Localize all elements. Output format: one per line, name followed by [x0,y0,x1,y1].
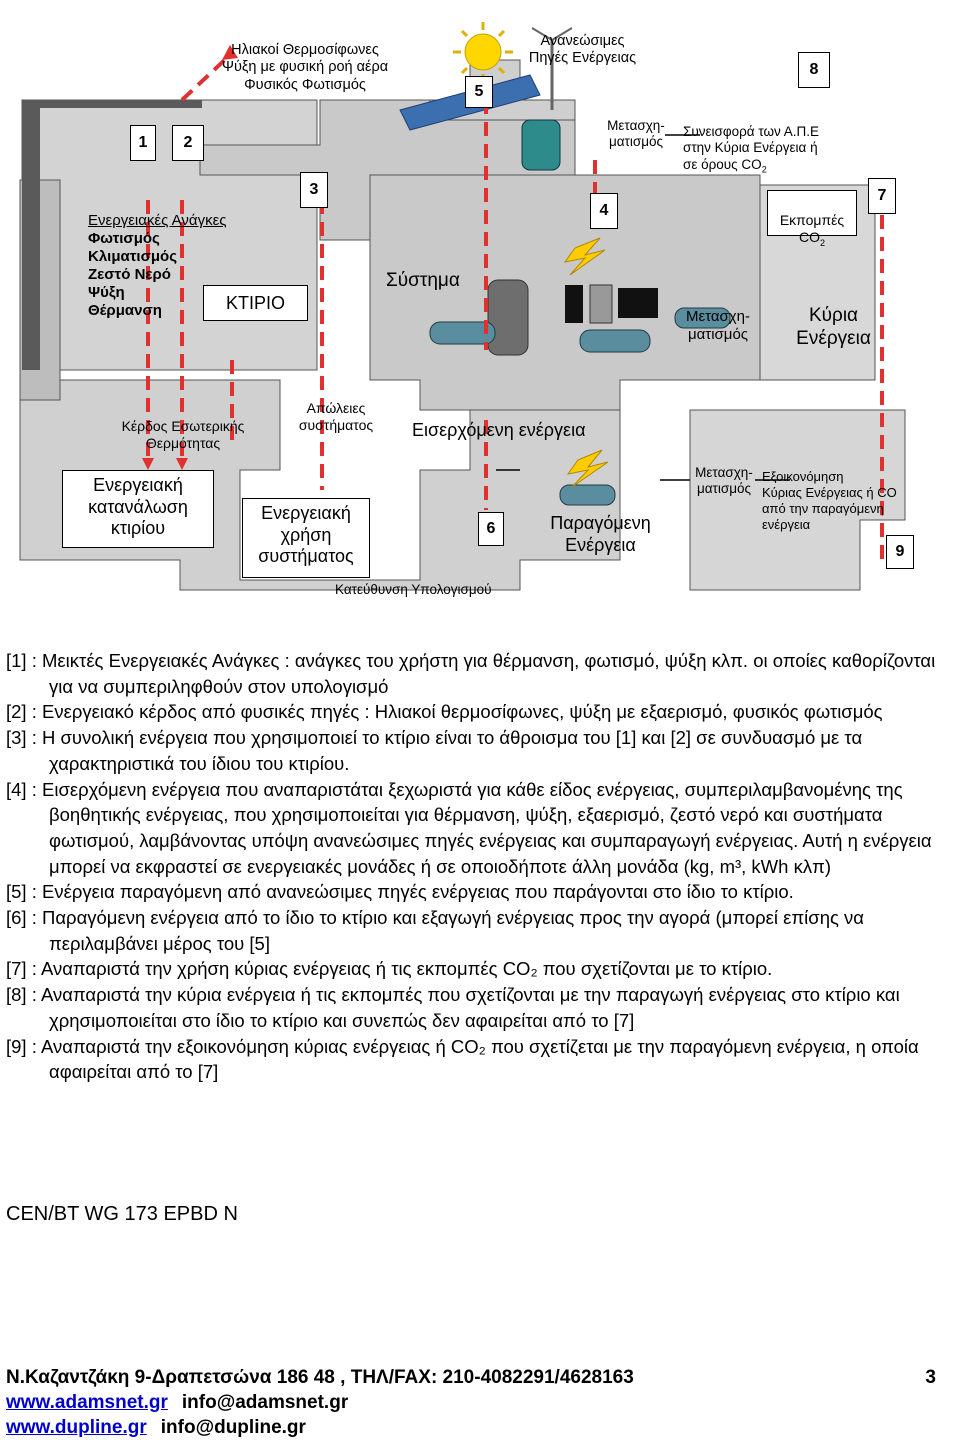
co2-emissions-label: Εκπομπές CO2 [767,190,857,247]
page-number: 3 [925,1367,936,1388]
note-7: [7] : Αναπαριστά την χρήση κύριας ενέργε… [6,958,773,980]
marker-6: 6 [478,512,504,546]
marker-3: 3 [300,172,328,208]
footer-contact-row-2: www.dupline.gr info@dupline.gr [6,1415,936,1440]
primary-energy-label: Κύρια Ενέργεια [796,305,871,349]
note-8: [8] : Αναπαριστά την κύρια ενέργεια ή τι… [6,984,900,1031]
co2-subscript: 2 [761,164,767,175]
marker-9: 9 [886,535,914,569]
marker-5: 5 [465,76,493,108]
black-flow-arrows [496,134,790,481]
footer-address: Ν.Καζαντζάκη 9-Δραπετσώνα 186 48 , ΤΗΛ/F… [6,1367,634,1388]
coal-icon [618,288,658,318]
transform-mid-label: Μετασχη- ματισμός [685,308,751,343]
incoming-energy-label: Εισερχόμενη ενέργεια [412,420,586,440]
renewable-contribution-label: Συνεισφορά των Α.Π.Ε στην Κύρια Ενέργεια… [683,108,833,175]
boiler-icon [487,279,529,356]
diagram-graphic [19,22,906,591]
savings-text: Εξοικονόμηση Κύριας Ενέργειας ή CO από τ… [762,469,897,532]
red-flow-arrows [146,53,884,560]
pipe-icons [429,307,731,506]
renewables-label: Ανανεώσιμες Πηγές Ενέργειας [528,33,637,67]
note-4: [4] : Εισερχόμενη ενέργεια που αναπαριστ… [6,778,932,877]
note-5: [5] : Ενέργεια παραγόμενη από ανανεώσιμε… [6,881,794,903]
transform-bottom-label: Μετασχη- ματισμός [695,465,753,497]
wind-turbine-icon [531,27,573,110]
primary-energy-savings-label: Εξοικονόμηση Κύριας Ενέργειας ή CO από τ… [762,453,932,533]
source-reference: CEN/BT WG 173 EPBD N [6,1203,238,1225]
system-label: Σύστημα [386,270,460,291]
dupline-email: info@dupline.gr [160,1417,306,1438]
emissions-co2-subscript: 2 [819,237,825,248]
contribution-text: Συνεισφορά των Α.Π.Ε στην Κύρια Ενέργεια… [683,124,820,172]
adamsnet-email: info@adamsnet.gr [181,1392,349,1413]
system-use-label: Ενεργειακή χρήση συστήματος [242,498,370,578]
building-roof [22,100,202,108]
lightning-icons [563,237,609,488]
sun-icon [453,22,513,82]
transform-top-label: Μετασχη- ματισμός [607,118,665,150]
marker-1: 1 [130,125,156,161]
energy-needs-title: Ενεργειακές Ανάγκες [88,212,227,229]
footer-contact-row-1: www.adamsnet.gr info@adamsnet.gr [6,1390,936,1415]
gas-tank-icon [589,284,613,324]
dupline-website-link[interactable]: www.dupline.gr [6,1417,147,1438]
energy-needs-list: Φωτισμός Κλιματισμός Ζεστό Νερό Ψύξη Θέρ… [88,230,178,319]
building-label: ΚΤΙΡΙΟ [203,285,308,321]
note-9: [9] : Αναπαριστά την εξοικονόμηση κύριας… [6,1035,919,1083]
marker-4: 4 [590,193,618,229]
red-arrowheads [142,45,238,470]
produced-energy-label: Παραγόμενη Ενέργεια [550,513,651,555]
building-wall [22,100,40,370]
marker-7: 7 [868,178,896,214]
marker-8: 8 [798,52,830,88]
energy-flow-diagram: Ηλιακοί Θερμοσίφωνες Ψύξη με φυσική ροή … [0,0,960,610]
note-3: [3] : Η συνολική ενέργεια που χρησιμοποι… [6,727,863,774]
note-2: [2] : Ενεργειακό κέρδος από φυσικές πηγέ… [6,701,883,723]
system-losses-label: Απώλειες συστήματος [298,400,374,433]
page-footer: Ν.Καζαντζάκη 9-Δραπετσώνα 186 48 , ΤΗΛ/F… [6,1365,936,1440]
internal-gain-label: Κέρδος Εσωτερικής Θερμότητας [121,418,245,451]
top-note-natural-gains: Ηλιακοί Θερμοσίφωνες Ψύξη με φυσική ροή … [221,42,389,93]
calculation-direction-label: Κατεύθυνση Υπολογισμού [335,582,492,597]
adamsnet-website-link[interactable]: www.adamsnet.gr [6,1392,168,1413]
legend-notes: [1] : Μεικτές Ενεργειακές Ανάγκες : ανάγ… [6,648,946,1085]
note-6: [6] : Παραγόμενη ενέργεια από το ίδιο το… [6,907,864,954]
building-consumption-label: Ενεργειακή κατανάλωση κτιρίου [62,470,214,548]
note-1: [1] : Μεικτές Ενεργειακές Ανάγκες : ανάγ… [6,650,936,697]
oil-tank-icon [565,285,583,323]
marker-2: 2 [172,125,204,161]
storage-tank-icon [521,119,561,171]
emissions-text: Εκπομπές CO [779,211,845,245]
